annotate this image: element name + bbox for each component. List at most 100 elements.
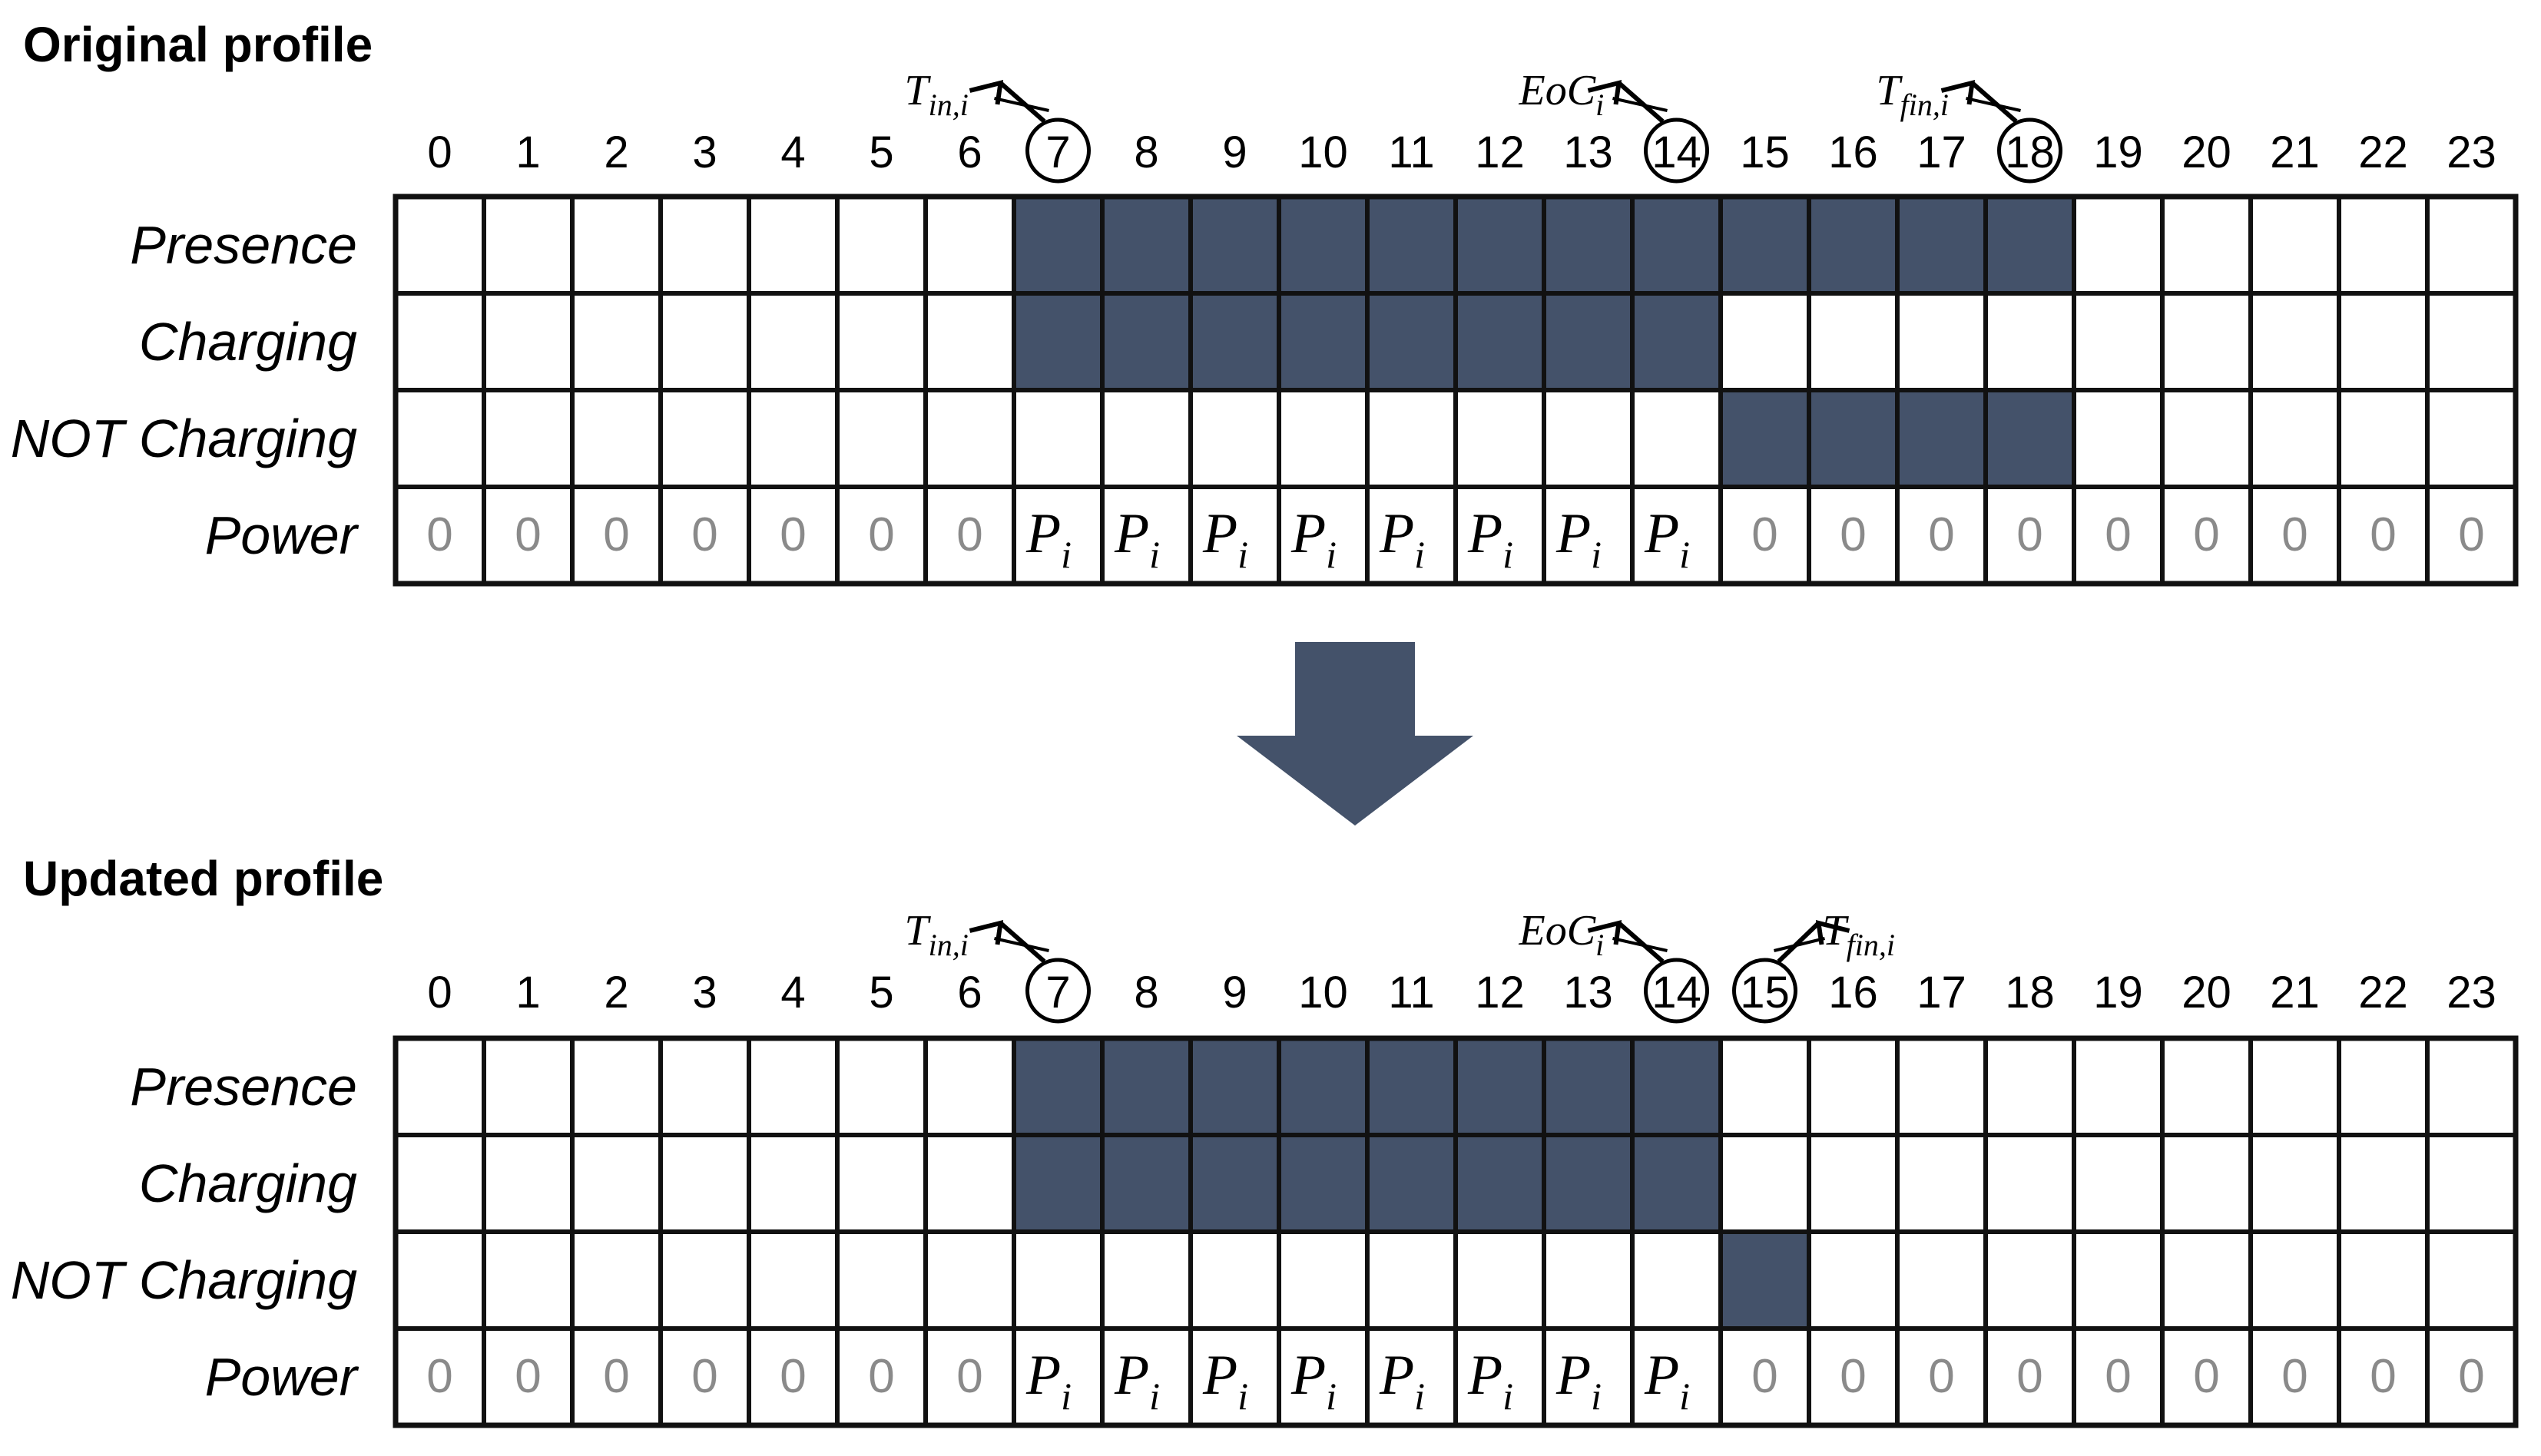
not-charging-cell [1895,1229,1988,1331]
hour-label: 0 [427,968,452,1018]
not-charging-cell [1542,388,1635,489]
charging-cell [1718,1133,1811,1234]
not-charging-cell [2160,1229,2253,1331]
charging-cell [1277,291,1370,392]
hour-label: 6 [957,127,982,177]
presence-cell [1188,194,1281,296]
power-cell [2160,1326,2253,1428]
charging-cell [2337,291,2430,392]
pointer-line [1612,97,1668,112]
presence-cell [1895,194,1988,296]
not-charging-cell [1188,1229,1281,1331]
power-value: 0 [2105,1350,2131,1403]
power-cell [658,1326,751,1428]
power-value: 0 [868,508,894,561]
not-charging-cell [570,1229,663,1331]
hour-label: 11 [1388,127,1434,177]
power-value: Pi [1555,1344,1602,1418]
hour-label: 4 [780,127,805,177]
not-charging-cell [1277,1229,1370,1331]
power-value: 0 [780,1350,806,1403]
not-charging-cell [2160,388,2253,489]
hour-label: 16 [1828,968,1878,1018]
presence-cell [1188,1036,1281,1137]
not-charging-cell [2337,1229,2430,1331]
not-charging-cell [1012,1229,1105,1331]
charging-cell [1012,1133,1105,1234]
pointer-head [969,920,1004,945]
power-value: 0 [2281,1350,2307,1403]
not-charging-cell [1895,388,1988,489]
not-charging-cell [747,388,840,489]
power-value: Pi [1025,1344,1072,1418]
annotation-eoc: EoCi [1519,67,1668,124]
power-value: Pi [1379,1344,1425,1418]
presence-cell [1983,194,2076,296]
power-value: Pi [1202,1344,1248,1418]
power-value: 0 [2016,508,2042,561]
presence-cell [1277,194,1370,296]
not-charging-cell [1100,1229,1193,1331]
power-cell [1188,1326,1281,1428]
power-cell [2425,1326,2518,1428]
hour-label: 23 [2447,127,2496,177]
power-value: 0 [956,1350,982,1403]
charging-cell [1365,291,1458,392]
power-value: 0 [868,1350,894,1403]
presence-cell [2160,194,2253,296]
presence-cell [923,1036,1016,1137]
power-value: 0 [2458,1350,2484,1403]
power-cell [835,485,928,586]
power-value: 0 [2016,1350,2042,1403]
hour-circle [1997,117,2062,184]
charging-cell [1277,1133,1370,1234]
not-charging-cell [1365,388,1458,489]
hour-label: 11 [1388,968,1434,1018]
power-value: 0 [2370,1350,2396,1403]
annotation-t-fin: Tfin,i [1774,907,1895,964]
presence-cell [1453,194,1546,296]
hour-label: 22 [2358,127,2408,177]
presence-cell [1718,1036,1811,1137]
not-charging-cell [2337,388,2430,489]
pointer-head [1587,80,1622,105]
pointer-head [1940,80,1976,105]
charging-cell [658,291,751,392]
charging-cell [1188,1133,1281,1234]
not-charging-cell [1807,388,1900,489]
not-charging-cell [1983,388,2076,489]
charging-cell [1895,1133,1988,1234]
power-value: 0 [603,1350,629,1403]
power-value: 0 [426,508,452,561]
presence-cell [2425,1036,2518,1137]
presence-cell [393,194,486,296]
presence-cell [747,1036,840,1137]
power-value: Pi [1379,502,1425,576]
panel-title: Updated profile [23,851,383,906]
not-charging-cell [393,388,486,489]
charging-cell [1718,291,1811,392]
not-charging-cell [2072,1229,2165,1331]
row-label: Charging [139,1153,357,1213]
power-value: Pi [1290,1344,1337,1418]
power-value: 0 [2281,508,2307,561]
power-cell [1188,485,1281,586]
not-charging-cell [835,388,928,489]
presence-cell [1542,194,1635,296]
power-value: Pi [1467,1344,1513,1418]
hour-label: 21 [2270,127,2320,177]
presence-cell [2160,1036,2253,1137]
power-value: Pi [1555,502,1602,576]
charging-cell [2160,1133,2253,1234]
hour-label: 3 [692,127,717,177]
hour-label: 8 [1134,127,1158,177]
hour-label: 8 [1134,968,1158,1018]
power-value: Pi [1114,502,1160,576]
presence-cell [2425,194,2518,296]
presence-cell [1807,1036,1900,1137]
charging-cell [2425,1133,2518,1234]
charging-cell [747,291,840,392]
hour-label: 18 [2005,968,2055,1018]
